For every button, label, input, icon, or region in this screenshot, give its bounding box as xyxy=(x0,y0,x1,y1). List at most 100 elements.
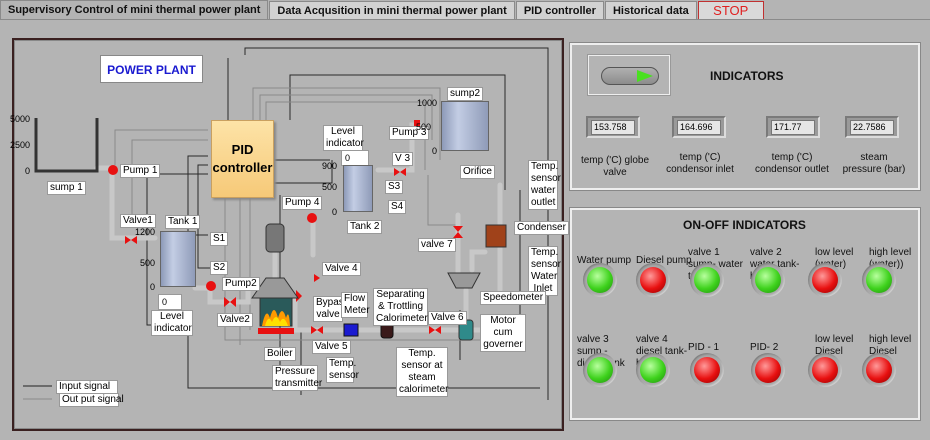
output-wire xyxy=(114,129,208,165)
led-indicator xyxy=(808,263,842,297)
valve7-label: valve 7 xyxy=(418,238,456,252)
orifice-label: Orifice xyxy=(460,165,495,179)
bypass-label: Bypass valve xyxy=(313,296,349,322)
led-indicator xyxy=(751,263,785,297)
sump1-scale-mid: 2500 xyxy=(9,140,30,150)
tab-supervisory-control[interactable]: Supervisory Control of mini thermal powe… xyxy=(0,0,269,20)
pipe xyxy=(192,285,251,305)
tab-historical-data[interactable]: Historical data xyxy=(604,1,697,20)
valve2-label: Valve2 xyxy=(217,313,253,327)
play-arrow-icon xyxy=(637,70,653,82)
readout-condensor-outlet: 171.77 xyxy=(766,116,820,138)
readout-globe-valve: 153.758 xyxy=(586,116,640,138)
condenser-icon xyxy=(485,224,507,248)
speedometer-label: Speedometer xyxy=(480,291,547,305)
tank1-level-label: Level indicator xyxy=(151,310,193,336)
legend-input-label: Input signal xyxy=(56,380,118,394)
tank1-label: Tank 1 xyxy=(165,215,201,229)
led-indicator xyxy=(583,353,617,387)
tank2-level-label: Level indicator xyxy=(323,125,364,151)
valve5-icon xyxy=(311,326,317,334)
label-condensor-inlet: temp ('C) condensor inlet xyxy=(666,152,734,175)
led-lamp-icon xyxy=(866,357,892,383)
led-label: Water pump xyxy=(577,255,632,266)
temp-sensor-label: Temp. sensor xyxy=(326,357,359,383)
valve6-label: Valve 6 xyxy=(428,311,467,325)
s1-label: S1 xyxy=(210,232,229,246)
led-label: high level Diesel xyxy=(869,334,912,357)
output-wire xyxy=(259,94,433,140)
led-lamp-icon xyxy=(812,357,838,383)
pump1-icon xyxy=(108,165,118,175)
valve3-icon xyxy=(394,168,400,176)
sump2-scale-bottom: 0 xyxy=(431,146,437,156)
tank2-label: Tank 2 xyxy=(347,220,383,234)
output-wire xyxy=(252,87,441,160)
sump1-label: sump 1 xyxy=(47,181,86,195)
valve6-icon xyxy=(429,326,435,334)
temp-steam-label: Temp. sensor at steam calorimeter xyxy=(396,347,448,397)
valve1-label: Valve1 xyxy=(120,214,156,228)
sump1-tank xyxy=(34,118,99,173)
led-indicator xyxy=(583,263,617,297)
onoff-title: ON-OFF INDICATORS xyxy=(683,218,806,232)
led-label: low level Diesel xyxy=(815,334,854,357)
led-lamp-icon xyxy=(587,267,613,293)
v3-label: V 3 xyxy=(392,152,414,166)
tank1-scale-top: 1200 xyxy=(134,227,155,237)
readout-steam-pressure: 22.7586 xyxy=(845,116,899,138)
led-label: PID- 2 xyxy=(750,342,779,353)
signal-wire xyxy=(272,160,333,184)
tank1-level-value: 0 xyxy=(158,294,182,310)
sump1-scale-bottom: 0 xyxy=(24,166,30,176)
tank2-level-value: 0 xyxy=(341,150,369,166)
output-wire xyxy=(131,139,208,220)
tank2 xyxy=(343,165,373,212)
pressure-label: Pressure transmitter xyxy=(272,365,322,391)
led-lamp-icon xyxy=(640,357,666,383)
bypass-valve-icon xyxy=(296,290,302,302)
pump2-label: Pump2 xyxy=(222,277,260,291)
led-lamp-icon xyxy=(587,357,613,383)
led-label: Diesel pump xyxy=(636,255,692,266)
onoff-panel xyxy=(570,208,920,420)
tab-data-acquisition[interactable]: Data Acqusition in mini thermal power pl… xyxy=(269,1,515,20)
tank2-scale-bottom: 0 xyxy=(331,207,337,217)
pump1-label: Pump 1 xyxy=(120,164,161,178)
flow-meter-icon xyxy=(343,323,359,337)
led-lamp-icon xyxy=(755,267,781,293)
valve4-icon xyxy=(314,274,320,282)
boiler-icon xyxy=(251,223,299,334)
pipe xyxy=(292,297,523,333)
turbine-icon xyxy=(447,272,481,289)
tank2-scale-mid: 500 xyxy=(321,182,337,192)
pump2-icon xyxy=(206,281,216,291)
sump2-scale-mid: 500 xyxy=(415,122,431,132)
boiler-label: Boiler xyxy=(264,347,296,361)
led-lamp-icon xyxy=(694,357,720,383)
led-label: PID - 1 xyxy=(688,342,720,353)
output-wire xyxy=(427,175,458,226)
pump3-icon xyxy=(414,120,420,130)
motor-label: Motor cum governer xyxy=(480,314,526,352)
calorimeter-label: Separating & Trottling Calorimeter xyxy=(373,288,428,326)
indicators-toggle[interactable] xyxy=(588,55,670,95)
pipe xyxy=(94,165,158,241)
readout-condensor-inlet: 164.696 xyxy=(672,116,726,138)
led-indicator xyxy=(690,353,724,387)
label-globe-valve: temp ('C) globe valve xyxy=(580,155,650,178)
pipe xyxy=(469,249,488,273)
pid-controller-block[interactable]: PID controller xyxy=(211,120,274,198)
led-lamp-icon xyxy=(755,357,781,383)
condenser-label: Condenser xyxy=(514,221,569,235)
flow-meter-label: Flow Meter xyxy=(341,292,370,318)
valve2-icon xyxy=(224,297,230,307)
tab-pid-controller[interactable]: PID controller xyxy=(515,1,604,20)
led-indicator xyxy=(751,353,785,387)
stop-button[interactable]: STOP xyxy=(697,1,764,20)
toggle-switch[interactable] xyxy=(601,67,659,85)
tank1 xyxy=(160,231,196,287)
diagram-title: POWER PLANT xyxy=(100,55,203,83)
valve1-icon xyxy=(125,236,131,244)
valve4-label: Valve 4 xyxy=(322,262,361,276)
